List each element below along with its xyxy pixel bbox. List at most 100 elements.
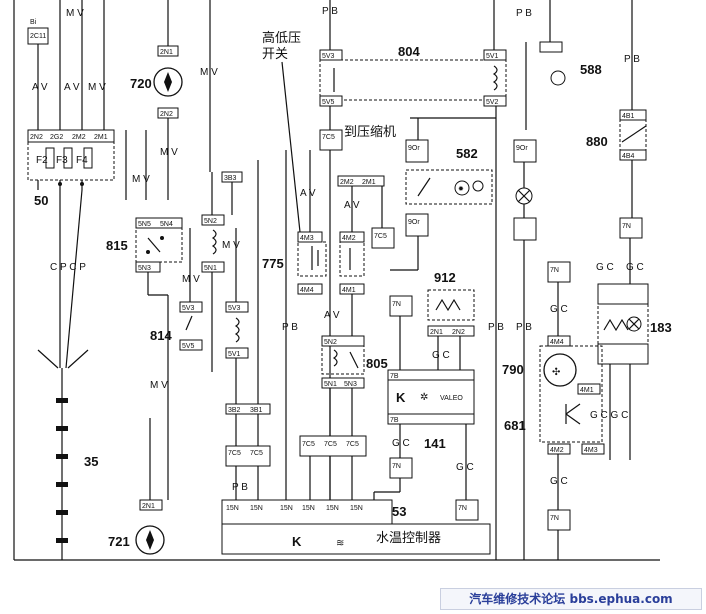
- svg-text:M V: M V: [200, 67, 218, 78]
- svg-text:F2: F2: [36, 155, 48, 166]
- svg-text:15N: 15N: [350, 505, 363, 512]
- svg-text:G C: G C: [432, 350, 450, 361]
- svg-text:✲: ✲: [420, 392, 428, 403]
- svg-text:P B: P B: [516, 322, 532, 333]
- sensor-880: P B 4B1 4B4 880 7N: [586, 0, 647, 284]
- svg-text:5N5: 5N5: [138, 221, 151, 228]
- svg-text:15N: 15N: [250, 505, 263, 512]
- svg-text:M V: M V: [222, 240, 240, 251]
- svg-text:183: 183: [650, 320, 672, 335]
- svg-text:7N: 7N: [550, 515, 559, 522]
- svg-text:7C5: 7C5: [324, 441, 337, 448]
- svg-text:5N2: 5N2: [204, 218, 217, 225]
- svg-text:2N2: 2N2: [452, 329, 465, 336]
- svg-text:G C: G C: [456, 462, 474, 473]
- svg-text:7N: 7N: [392, 301, 401, 308]
- relay-coil-5n: 5N2 5N1 M V: [201, 172, 240, 372]
- svg-text:912: 912: [434, 270, 456, 285]
- svg-text:7N: 7N: [550, 267, 559, 274]
- svg-text:775: 775: [262, 256, 284, 271]
- svg-text:7C5: 7C5: [302, 441, 315, 448]
- svg-text:4M2: 4M2: [342, 235, 356, 242]
- svg-text:582: 582: [456, 146, 478, 161]
- svg-text:G C: G C: [392, 438, 410, 449]
- svg-text:5V2: 5V2: [486, 99, 499, 106]
- svg-text:P B: P B: [322, 6, 338, 17]
- svg-text:588: 588: [580, 62, 602, 77]
- svg-text:4B1: 4B1: [622, 113, 635, 120]
- svg-text:3B2: 3B2: [228, 407, 241, 414]
- svg-text:到压缩机: 到压缩机: [344, 124, 396, 140]
- svg-text:50: 50: [34, 193, 48, 208]
- svg-text:2N2: 2N2: [30, 134, 43, 141]
- svg-text:G C: G C: [550, 476, 568, 487]
- svg-text:5V3: 5V3: [182, 305, 195, 312]
- svg-text:5N1: 5N1: [204, 265, 217, 272]
- relay-814: M V 5V3 5V5 814 5V3 5V1 M V: [150, 228, 249, 500]
- svg-text:M V: M V: [160, 147, 178, 158]
- svg-text:水温控制器: 水温控制器: [376, 531, 441, 546]
- svg-text:M V: M V: [88, 82, 106, 93]
- svg-text:5N3: 5N3: [344, 381, 357, 388]
- battery-35: C P C P 35: [37, 189, 98, 560]
- svg-text:7B: 7B: [390, 417, 399, 424]
- svg-text:P B: P B: [232, 482, 248, 493]
- svg-text:790: 790: [502, 362, 524, 377]
- svg-text:2M1: 2M1: [94, 134, 108, 141]
- svg-text:7C5: 7C5: [228, 450, 241, 457]
- svg-text:M V: M V: [132, 174, 150, 185]
- svg-text:P B: P B: [282, 322, 298, 333]
- svg-text:开关: 开关: [262, 47, 288, 62]
- watermark-footer: 汽车维修技术论坛 bbs.ephua.com: [440, 588, 702, 610]
- svg-text:G C: G C: [626, 262, 644, 273]
- svg-text:P B: P B: [488, 322, 504, 333]
- svg-text:M V: M V: [150, 380, 168, 391]
- svg-text:M V: M V: [182, 274, 200, 285]
- relay-804: P B 5V3 5V5 804 5V1 5V2 7C5 到压缩机 P B: [319, 0, 507, 560]
- svg-text:F4: F4: [76, 155, 88, 166]
- svg-text:2M2: 2M2: [72, 134, 86, 141]
- svg-text:K: K: [396, 390, 406, 405]
- svg-text:9Or: 9Or: [408, 145, 420, 152]
- svg-text:K: K: [292, 534, 302, 549]
- relay-805: 2M2 2M1 A V 4M2 4M1 7C5 5N2 5N1 5N3 805 …: [299, 175, 395, 500]
- connector-3b: 3B3 3B2 3B1 7C5 7C5 P B: [221, 160, 271, 500]
- svg-text:15N: 15N: [226, 505, 239, 512]
- svg-text:681: 681: [504, 418, 526, 433]
- svg-text:3B1: 3B1: [250, 407, 263, 414]
- svg-text:A V: A V: [32, 82, 48, 93]
- svg-text:2N1: 2N1: [160, 49, 173, 56]
- svg-text:4B4: 4B4: [622, 153, 635, 160]
- svg-text:P B: P B: [516, 8, 532, 19]
- svg-text:7C5: 7C5: [346, 441, 359, 448]
- svg-text:C P C P: C P C P: [50, 262, 86, 273]
- svg-text:7C5: 7C5: [250, 450, 263, 457]
- svg-text:15N: 15N: [302, 505, 315, 512]
- svg-text:M V: M V: [66, 8, 84, 19]
- svg-text:G C: G C: [550, 304, 568, 315]
- svg-text:5N1: 5N1: [324, 381, 337, 388]
- svg-text:≋: ≋: [336, 538, 344, 549]
- svg-text:4M1: 4M1: [342, 287, 356, 294]
- lamp-588: P B 588 9Or P B: [493, 0, 602, 560]
- fuse-box-50: 2C11 Bi A V A V M V M V 2N2 2G2 2M2 2M1 …: [27, 0, 115, 208]
- svg-text:805: 805: [366, 356, 388, 371]
- module-183: 183 G C G C G C G C: [590, 262, 672, 460]
- svg-text:VALEO: VALEO: [440, 395, 463, 402]
- svg-text:5V3: 5V3: [228, 305, 241, 312]
- svg-text:7N: 7N: [622, 223, 631, 230]
- svg-text:A V: A V: [300, 188, 316, 199]
- svg-text:5N3: 5N3: [138, 265, 151, 272]
- svg-text:7N: 7N: [458, 505, 467, 512]
- svg-text:2G2: 2G2: [50, 134, 63, 141]
- svg-text:✣: ✣: [552, 367, 560, 378]
- pressure-switch-775: 高低压 开关 4M3 4M4 775 A V P B: [262, 30, 327, 500]
- svg-text:15N: 15N: [280, 505, 293, 512]
- svg-text:9Or: 9Or: [516, 145, 528, 152]
- svg-text:35: 35: [84, 454, 98, 469]
- svg-text:G C: G C: [596, 262, 614, 273]
- svg-text:141: 141: [424, 436, 446, 451]
- svg-text:4M2: 4M2: [550, 447, 564, 454]
- svg-text:4M3: 4M3: [584, 447, 598, 454]
